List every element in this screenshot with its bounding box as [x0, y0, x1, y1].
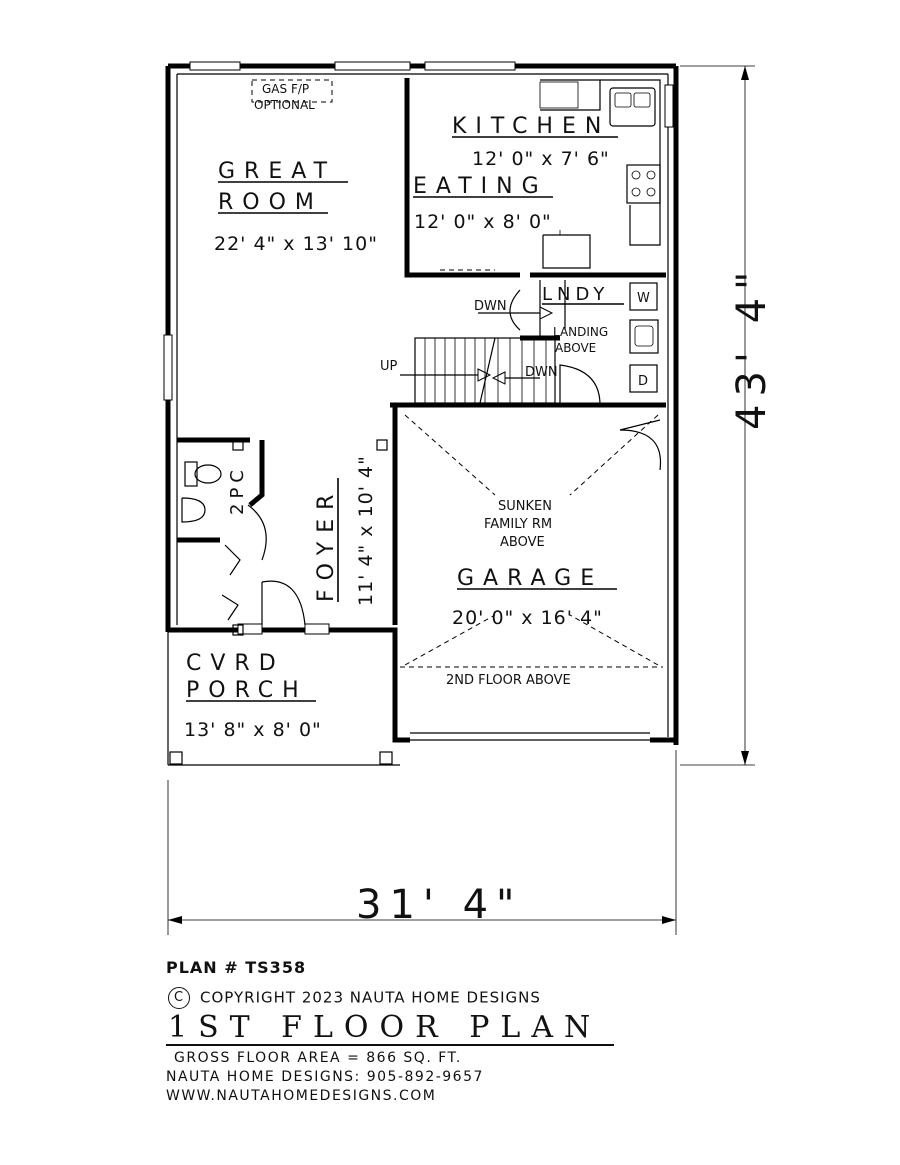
sidelight-left — [237, 623, 263, 635]
foyer-name: FOYER — [314, 486, 339, 602]
garage-note-3: ABOVE — [500, 535, 545, 550]
dryer-label: D — [638, 374, 648, 389]
great-room-dims: 22' 4" x 13' 10" — [214, 233, 378, 255]
labels: GAS F/P OPTIONAL GREAT ROOM 22' 4" x 13'… — [184, 82, 775, 928]
great-room-name: GREAT — [218, 159, 336, 184]
upper-cabinet — [539, 81, 579, 109]
column-foyer — [376, 439, 388, 451]
fireplace-label-2: OPTIONAL — [254, 98, 315, 112]
foyer-dims: 11' 4" x 10' 4" — [355, 455, 377, 606]
stair-up-label: UP — [380, 359, 398, 374]
garage-fixtures — [400, 414, 663, 668]
dryer-icon — [629, 364, 658, 393]
arrow-down-2-head — [539, 306, 554, 320]
column-porch — [232, 624, 244, 636]
garage-side-door-swing — [619, 429, 662, 471]
wall-kitchen-left — [404, 78, 520, 278]
powder-room-name: 2PC — [227, 465, 248, 515]
counter-top — [540, 79, 601, 111]
closet-door-1 — [224, 544, 241, 576]
stairs — [400, 289, 601, 406]
powder-fixtures — [181, 461, 222, 523]
front-door-swing — [261, 580, 306, 626]
dimension-lines — [167, 65, 755, 935]
counter-right — [600, 79, 661, 246]
laundry-name: LNDY — [542, 284, 609, 305]
sink-icon — [609, 87, 656, 127]
window-kitchen-side — [664, 84, 674, 128]
landing-label-2: ABOVE — [555, 341, 596, 355]
toilet-icon — [194, 464, 222, 484]
eating-name: EATING — [413, 174, 548, 199]
garage-floor-above: 2ND FLOOR ABOVE — [446, 673, 571, 688]
washer-label: W — [637, 291, 650, 306]
basement-door-swing — [509, 289, 521, 331]
fridge-icon — [542, 234, 591, 269]
porch-name-2: PORCH — [186, 678, 308, 703]
stair-break-line — [479, 337, 496, 404]
window-kitchen — [424, 61, 516, 71]
door-swing-2pc — [247, 504, 267, 561]
kitchen-name: KITCHEN — [452, 114, 610, 139]
laundry-fixtures — [564, 280, 659, 393]
overall-width-dim: 31' 4" — [356, 882, 522, 928]
garage-dims: 20' 0" x 16' 4" — [452, 607, 603, 629]
garage-note-2: FAMILY RM — [484, 517, 552, 532]
sidelight-right — [304, 623, 330, 635]
overall-depth-dim: 43' 4" — [729, 264, 775, 430]
fireplace-label: GAS F/P — [262, 82, 309, 96]
great-room-name-2: ROOM — [218, 190, 323, 215]
windows — [163, 61, 674, 401]
garage-entry-door — [559, 364, 601, 406]
window-great-room-side — [163, 334, 173, 401]
porch-name: CVRD — [186, 651, 285, 676]
eating-dims: 12' 0" x 8' 0" — [414, 211, 552, 233]
landing-label: LANDING — [553, 325, 608, 339]
garage-note-1: SUNKEN — [498, 499, 552, 514]
stove-icon — [626, 164, 661, 204]
porch-dims: 13' 8" x 8' 0" — [184, 719, 322, 741]
stair-down-label-1: DWN — [474, 299, 507, 314]
vanity-sink-icon — [181, 497, 206, 523]
kitchen-fixtures — [539, 79, 661, 269]
toilet-tank-icon — [184, 461, 198, 487]
garage-name: GARAGE — [457, 566, 603, 591]
fireplace-outline — [251, 79, 333, 103]
stair-down-label-2: DWN — [525, 365, 558, 380]
window-great-room-2 — [334, 61, 411, 71]
wall-2pc-right — [248, 440, 265, 507]
arrow-down-head — [491, 371, 506, 385]
washer-icon — [629, 282, 658, 311]
column-2pc — [232, 439, 244, 451]
window-great-room-1 — [189, 61, 241, 71]
arrow-up-head — [477, 368, 492, 382]
kitchen-dims: 12' 0" x 7' 6" — [472, 148, 610, 170]
porch-post-left — [169, 751, 183, 765]
closet-door-2 — [221, 594, 239, 621]
laundry-sink-icon — [629, 319, 659, 354]
garage-wall — [390, 627, 410, 743]
porch-post-right — [379, 751, 393, 765]
